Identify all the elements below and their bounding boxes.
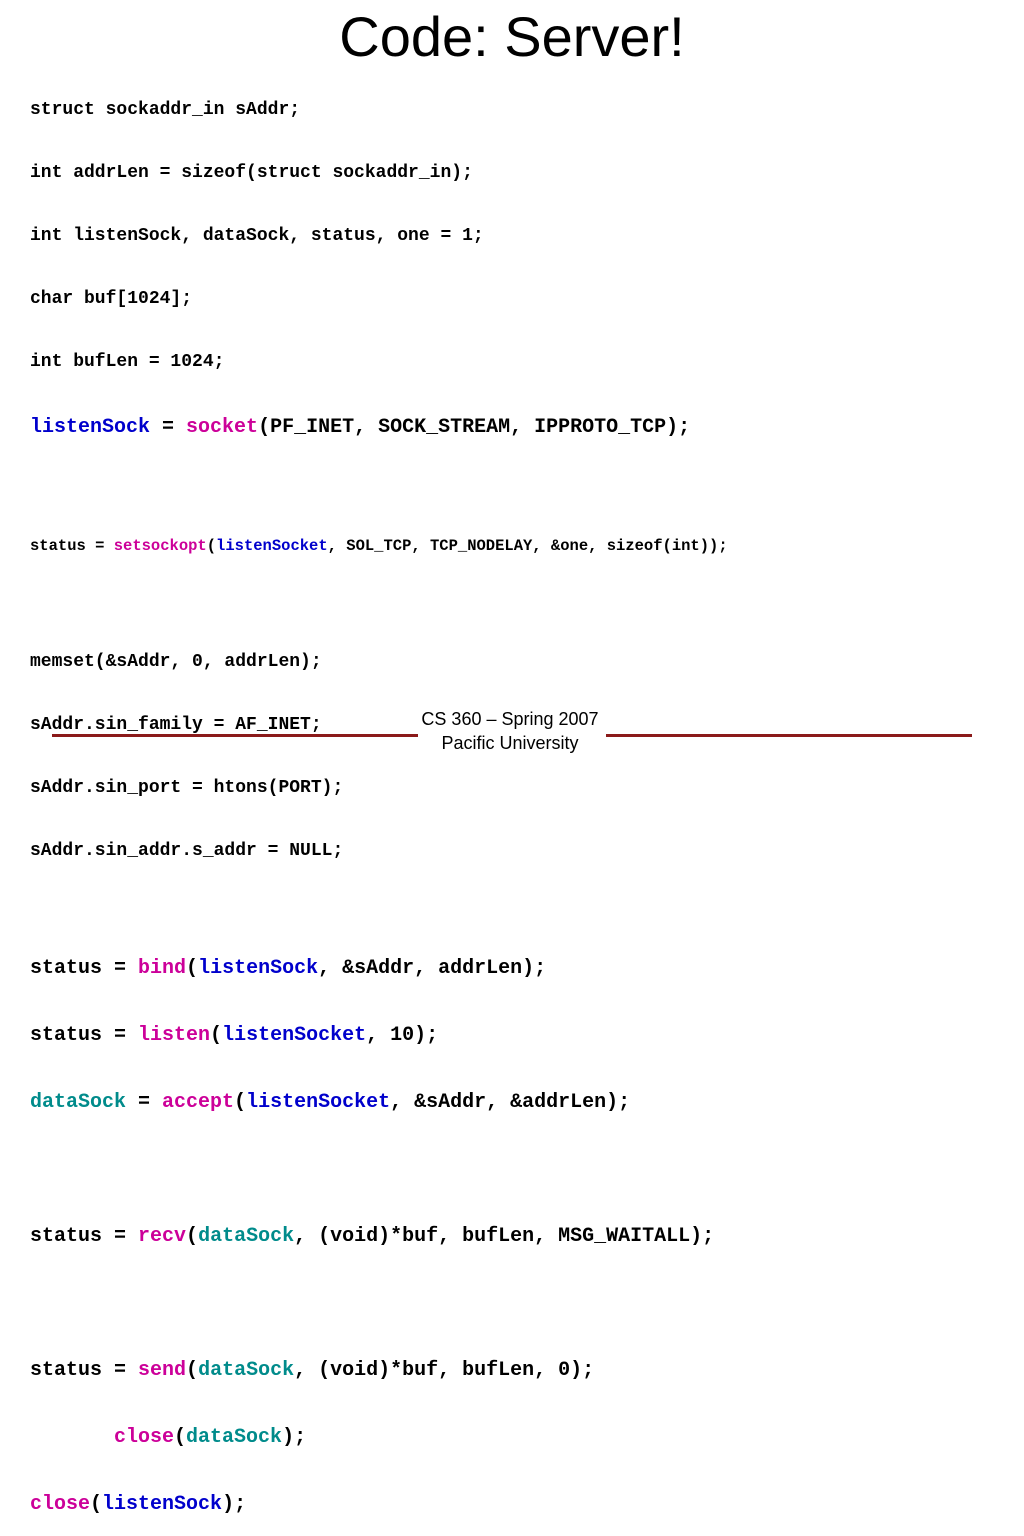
code-var: dataSock xyxy=(186,1426,283,1449)
code-line-socket: listenSock = socket(PF_INET, SOCK_STREAM… xyxy=(30,412,728,443)
code-var: listenSock xyxy=(102,1493,223,1516)
code-text: ( xyxy=(186,1225,199,1248)
code-text: ( xyxy=(234,1091,247,1114)
code-var: listenSock xyxy=(30,416,151,439)
code-line-sin-family: sAddr.sin_family = AF_INET; xyxy=(30,715,322,735)
code-line-close-datasock: close(dataSock); xyxy=(30,1422,728,1453)
code-line-decl-buflen: int bufLen = 1024; xyxy=(30,352,225,372)
code-line-send: status = send(dataSock, (void)*buf, bufL… xyxy=(30,1355,728,1386)
code-text: , SOL_TCP, TCP_NODELAY, &one, sizeof(int… xyxy=(327,537,728,555)
code-function: close xyxy=(30,1493,91,1516)
code-line-accept: dataSock = accept(listenSocket, &sAddr, … xyxy=(30,1087,728,1118)
code-function: bind xyxy=(138,957,187,980)
code-line-memset: memset(&sAddr, 0, addrLen); xyxy=(30,652,322,672)
code-text: , &sAddr, addrLen); xyxy=(318,957,547,980)
code-text: status = xyxy=(30,1024,139,1047)
code-line-sin-port: sAddr.sin_port = htons(PORT); xyxy=(30,778,344,798)
code-text: status = xyxy=(30,1225,139,1248)
code-function: recv xyxy=(138,1225,187,1248)
code-function: listen xyxy=(138,1024,211,1047)
slide-title: Code: Server! xyxy=(339,5,685,68)
code-text: status = xyxy=(30,537,114,555)
code-line-decl-socks: int listenSock, dataSock, status, one = … xyxy=(30,226,484,246)
footer-rule-left xyxy=(52,734,418,737)
code-var: listenSocket xyxy=(246,1091,391,1114)
code-line-sin-addr: sAddr.sin_addr.s_addr = NULL; xyxy=(30,841,344,861)
footer-rule-right xyxy=(606,734,972,737)
code-var: dataSock xyxy=(198,1225,295,1248)
code-line-decl-addrlen: int addrLen = sizeof(struct sockaddr_in)… xyxy=(30,163,473,183)
code-var: listenSock xyxy=(198,957,319,980)
footer-university: Pacific University xyxy=(441,733,579,753)
code-line-setsockopt: status = setsockopt(listenSocket, SOL_TC… xyxy=(30,531,728,561)
code-text: , &sAddr, &addrLen); xyxy=(390,1091,631,1114)
footer-course: CS 360 – Spring 2007 xyxy=(421,709,599,729)
code-function: socket xyxy=(186,416,259,439)
code-text: ( xyxy=(90,1493,103,1516)
code-text: , 10); xyxy=(366,1024,439,1047)
code-var: listenSocket xyxy=(222,1024,367,1047)
code-line-listen: status = listen(listenSocket, 10); xyxy=(30,1020,728,1051)
code-text: ( xyxy=(174,1426,187,1449)
code-text: status = xyxy=(30,957,139,980)
code-text: , (void)*buf, bufLen, 0); xyxy=(294,1359,595,1382)
code-function: setsockopt xyxy=(113,537,207,555)
code-text: , (void)*buf, bufLen, MSG_WAITALL); xyxy=(294,1225,715,1248)
code-text: ); xyxy=(222,1493,247,1516)
code-block: struct sockaddr_in sAddr; int addrLen = … xyxy=(30,61,728,1536)
code-text: (PF_INET, SOCK_STREAM, IPPROTO_TCP); xyxy=(258,416,691,439)
code-text: status = xyxy=(30,1359,139,1382)
code-function: close xyxy=(114,1426,175,1449)
code-text: ( xyxy=(186,1359,199,1382)
code-var: dataSock xyxy=(30,1091,127,1114)
code-indent xyxy=(30,1426,114,1449)
code-text: = xyxy=(126,1091,163,1114)
code-var: dataSock xyxy=(198,1359,295,1382)
code-line-close-listensock: close(listenSock); xyxy=(30,1489,728,1520)
code-line-bind: status = bind(listenSock, &sAddr, addrLe… xyxy=(30,953,728,984)
code-function: accept xyxy=(162,1091,235,1114)
code-line-recv: status = recv(dataSock, (void)*buf, bufL… xyxy=(30,1221,728,1252)
code-text: ( xyxy=(210,1024,223,1047)
code-text: ); xyxy=(282,1426,307,1449)
code-text: = xyxy=(150,416,187,439)
code-var: listenSocket xyxy=(216,537,328,555)
code-line-decl-sockaddr: struct sockaddr_in sAddr; xyxy=(30,100,301,120)
footer: CS 360 – Spring 2007 Pacific University xyxy=(400,707,620,755)
code-text: ( xyxy=(186,957,199,980)
code-line-decl-buf: char buf[1024]; xyxy=(30,289,193,309)
code-function: send xyxy=(138,1359,187,1382)
code-text: ( xyxy=(206,537,217,555)
